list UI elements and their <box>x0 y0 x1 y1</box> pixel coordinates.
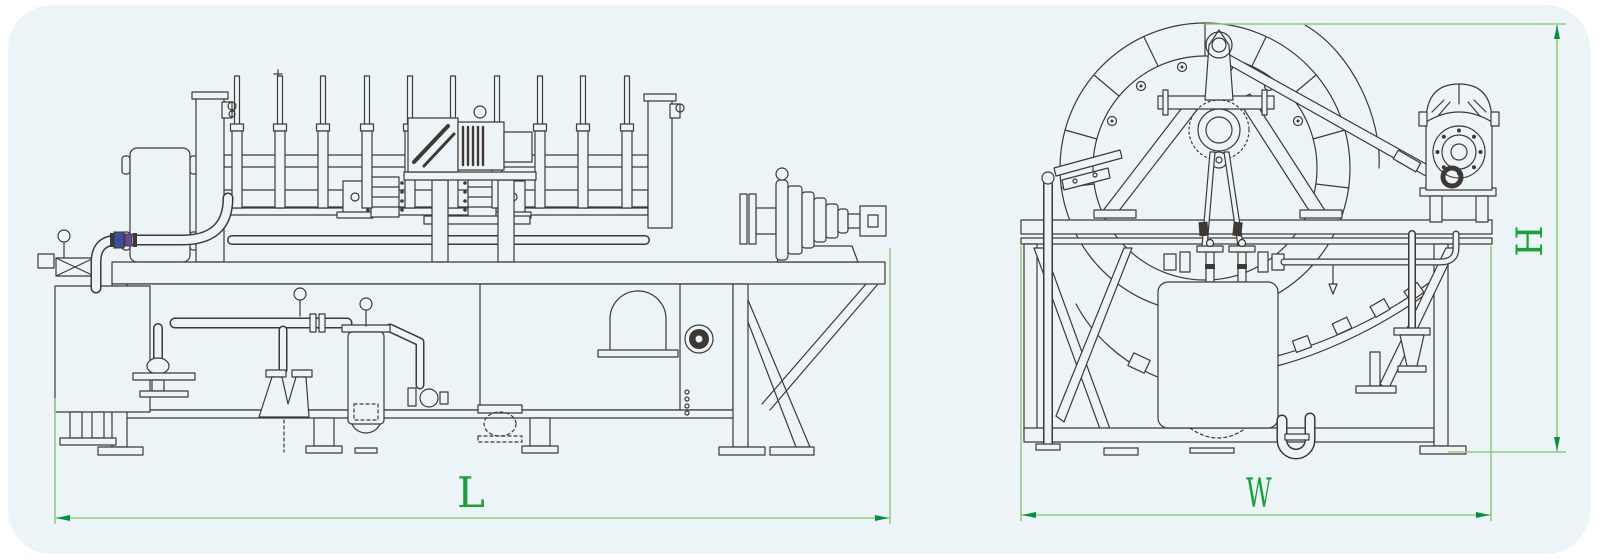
dome-cover <box>609 290 667 352</box>
filter-vessel <box>341 297 391 454</box>
a-frame-support <box>1093 29 1445 219</box>
front-view <box>1020 22 1500 460</box>
tank-valve <box>1196 238 1224 283</box>
strainer <box>55 257 95 277</box>
dimension-height <box>1205 23 1566 453</box>
tank-valve <box>1228 238 1256 283</box>
globe-valve <box>132 323 196 398</box>
dimension-length <box>54 248 891 524</box>
lower-piping <box>132 287 449 454</box>
dimension-width <box>1020 246 1492 521</box>
lifting-eye <box>473 105 487 119</box>
vacuum-pump <box>258 369 313 453</box>
discharge-valve <box>407 387 449 408</box>
filtrate-tank <box>1157 151 1285 454</box>
dimension-label-width: W <box>1246 471 1272 517</box>
dimension-label-height: H <box>1510 225 1551 257</box>
top-drive-motor <box>403 105 537 263</box>
scraper-chute <box>1053 149 1123 191</box>
drain-valve <box>1393 327 1431 373</box>
side-view <box>37 69 887 456</box>
dimension-label-length: L <box>457 468 485 517</box>
blue-valve <box>110 231 137 249</box>
right-piping <box>1276 230 1460 460</box>
anchor-flange <box>477 404 523 414</box>
lifting-lug <box>1204 29 1234 101</box>
feed-piping <box>90 192 234 294</box>
gearbox <box>407 117 459 173</box>
tank-interior <box>597 290 714 416</box>
main-frame-tank <box>97 261 886 456</box>
standpipe <box>1035 171 1061 451</box>
feed-tank <box>37 229 151 446</box>
right-column <box>643 93 685 229</box>
agitator-drive <box>739 167 887 263</box>
disc-casing-arc <box>1304 24 1380 169</box>
pressure-gauge <box>57 229 71 259</box>
dimension-lines <box>54 23 1566 524</box>
drive-pulley <box>1440 165 1464 189</box>
motor-flange <box>1432 125 1486 179</box>
motor-body <box>457 121 505 171</box>
fan-sight-glass <box>684 324 714 354</box>
u-pipe <box>1276 412 1316 460</box>
front-motor <box>1418 83 1500 223</box>
